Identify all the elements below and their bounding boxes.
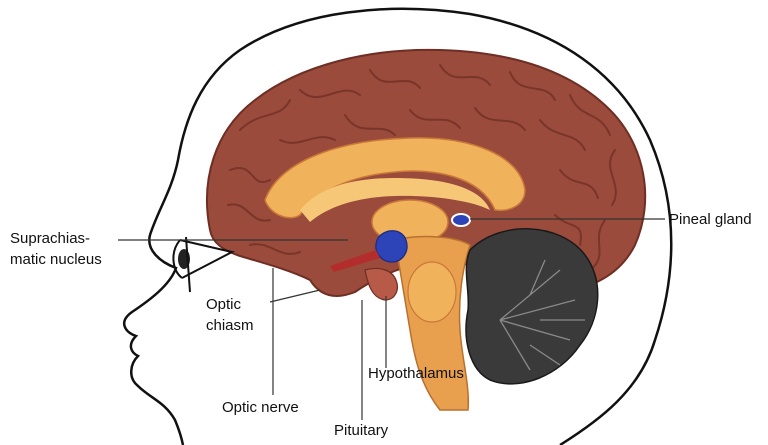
hypothalamus-region [376,231,407,262]
pituitary-label: Pituitary [334,421,388,440]
optic-chiasm-label-line2: chiasm [206,316,254,335]
pineal-gland-label: Pineal gland [669,210,752,229]
optic-nerve-label: Optic nerve [222,398,299,417]
leader-optic-chiasm [270,290,320,302]
optic-chiasm-label-line1: Optic [206,295,241,314]
cerebellum [466,229,598,384]
suprachiasmatic-label-line2: matic nucleus [10,250,102,269]
hypothalamus-label: Hypothalamus [368,364,464,383]
pineal-gland [452,214,470,226]
pituitary-gland [365,268,397,300]
suprachiasmatic-label-line1: Suprachias- [10,229,90,248]
pons [408,262,456,322]
